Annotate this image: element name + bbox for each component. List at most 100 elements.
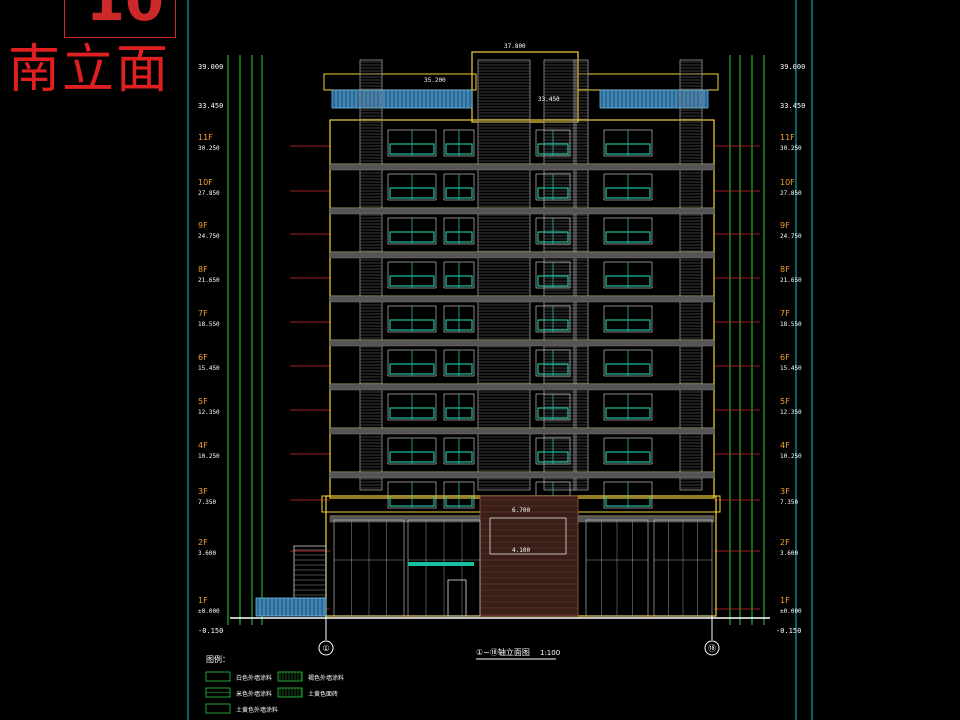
right-dimension-lines	[729, 55, 765, 625]
floor-elev-right: 3.600	[780, 550, 798, 557]
facade-annotation-canopy: 6.700	[512, 507, 530, 514]
axis-label-start: ①	[322, 644, 329, 653]
roof-level-right-1: 39.000	[780, 63, 805, 71]
floor-label-right: 10F	[780, 178, 795, 187]
storefront-window	[489, 517, 567, 555]
balcony-band	[329, 471, 715, 479]
axis-markers: ① ⑱	[318, 616, 720, 656]
floor-label-right: 3F	[780, 487, 790, 496]
floor-elev-right: 27.850	[780, 190, 802, 197]
caption-scale: 1:100	[540, 649, 560, 657]
sheet-title: 南立面	[8, 40, 171, 100]
facade-annotation-storefront: 4.100	[512, 547, 530, 554]
floor-elev-left: 12.350	[198, 409, 220, 416]
floor-label-right: 9F	[780, 221, 790, 230]
floor-elev-left: 7.350	[198, 499, 216, 506]
roof-level-labels: 39.000 33.450 39.000 33.450 -0.150 -0.15…	[198, 63, 805, 635]
floor-label-right: 4F	[780, 441, 790, 450]
floor-label-left: 3F	[198, 487, 208, 496]
legend-item-label: 土黄色外墙涂料	[236, 706, 278, 714]
roof-level-left-2: 33.450	[198, 102, 223, 110]
roof-parapet-right	[577, 73, 719, 91]
legend-item-label: 土黄色面砖	[308, 690, 338, 698]
canopy-strip	[408, 562, 474, 566]
floor-elev-right: 18.550	[780, 321, 802, 328]
balcony-band	[329, 207, 715, 215]
roof-level-right-2: 33.450	[780, 102, 805, 110]
floor-label-left: 9F	[198, 221, 208, 230]
floor-label-right: 8F	[780, 265, 790, 274]
facade-annotations: 37.800 35.200 33.450 6.700 4.100	[424, 43, 560, 554]
balcony-band	[329, 251, 715, 259]
axis-label-end: ⑱	[708, 644, 716, 653]
legend-item-label: 米色外墙涂料	[236, 690, 272, 698]
balcony-band	[329, 339, 715, 347]
floor-label-right: 7F	[780, 309, 790, 318]
floor-label-right: 5F	[780, 397, 790, 406]
sheet-number: 10	[86, 0, 164, 34]
roof-railing-right	[599, 89, 709, 109]
roof-parapet-left	[323, 73, 477, 91]
floor-label-left: 5F	[198, 397, 208, 406]
floor-elev-right: 21.650	[780, 277, 802, 284]
building-elevation	[230, 51, 770, 619]
floor-label-right: 2F	[780, 538, 790, 547]
floor-elev-right: 10.250	[780, 453, 802, 460]
floor-label-right: 11F	[780, 133, 795, 142]
balcony-band	[329, 427, 715, 435]
caption-title: ①~⑱轴立面图	[476, 647, 530, 657]
ground-level-left: -0.150	[198, 627, 223, 635]
legend-swatch	[277, 687, 303, 698]
floor-label-right: 1F	[780, 596, 790, 605]
floor-level-lines	[290, 145, 760, 610]
floor-elev-right: 7.350	[780, 499, 798, 506]
balcony-band	[329, 295, 715, 303]
stair-core-top	[471, 51, 579, 123]
entrance-brick-panel	[479, 495, 579, 617]
floor-elev-left: 27.850	[198, 190, 220, 197]
balcony-band	[329, 163, 715, 171]
legend-swatch	[205, 671, 231, 682]
floor-label-right: 6F	[780, 353, 790, 362]
floor-label-left: 6F	[198, 353, 208, 362]
legend-item-label: 白色外墙涂料	[236, 674, 272, 682]
floor-elev-left: 18.550	[198, 321, 220, 328]
floor-label-left: 4F	[198, 441, 208, 450]
floor-elev-right: 30.250	[780, 145, 802, 152]
floor-label-left: 11F	[198, 133, 213, 142]
floor-elev-right: ±0.000	[780, 608, 802, 615]
floor-elev-left: 24.750	[198, 233, 220, 240]
floor-elev-left: 30.250	[198, 145, 220, 152]
drawing-caption: ①~⑱轴立面图 1:100	[476, 647, 560, 660]
legend-item-label: 褐色外墙涂料	[308, 674, 344, 682]
ground-railing	[255, 597, 327, 617]
axis-bubble-start	[318, 640, 334, 656]
legend-heading: 图例：	[206, 654, 230, 664]
tower-outline	[329, 119, 715, 499]
floor-label-left: 2F	[198, 538, 208, 547]
floor-elev-right: 15.450	[780, 365, 802, 372]
facade-annotation-roof: 35.200	[424, 77, 446, 84]
floor-elev-left: ±0.000	[198, 608, 220, 615]
roof-level-left-1: 39.000	[198, 63, 223, 71]
left-dimension-lines	[227, 55, 263, 625]
sheet-number-box	[64, 0, 176, 38]
floor-labels: 11F 30.250 11F 30.250 10F 27.850 10F 27.850 9F 24…	[198, 133, 802, 615]
roof-railing-left	[331, 89, 473, 109]
floor-label-left: 7F	[198, 309, 208, 318]
facade-annotation-top: 37.800	[504, 43, 526, 50]
floor-elev-right: 12.350	[780, 409, 802, 416]
floor-elev-left: 21.650	[198, 277, 220, 284]
floor-elev-left: 10.250	[198, 453, 220, 460]
floor-elev-left: 3.600	[198, 550, 216, 557]
floor-label-left: 10F	[198, 178, 213, 187]
sheet-frame	[187, 0, 813, 720]
floor-label-left: 1F	[198, 596, 208, 605]
axis-bubble-end	[704, 640, 720, 656]
ground-level-right: -0.150	[776, 627, 801, 635]
balcony-band	[329, 383, 715, 391]
legend-swatch	[277, 671, 303, 682]
floor-label-left: 8F	[198, 265, 208, 274]
